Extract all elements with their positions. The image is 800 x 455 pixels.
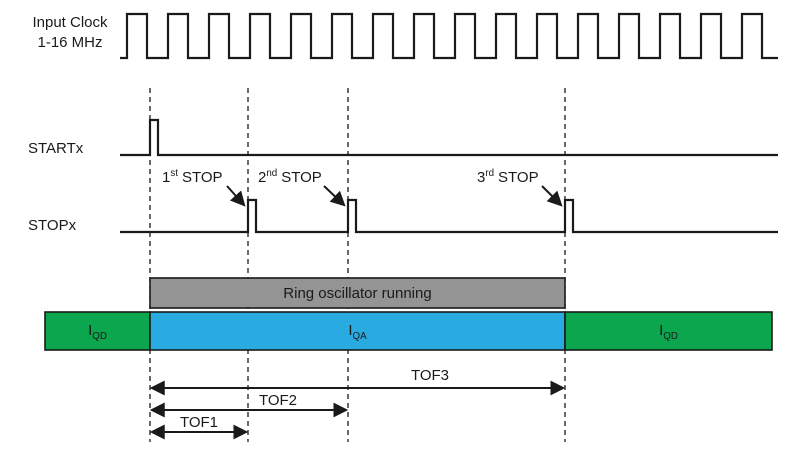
iqd-right-base: I	[659, 322, 664, 339]
stop1-suffix: st	[170, 168, 178, 179]
input-clock-label-line1: Input Clock	[32, 14, 108, 31]
iqa-sub: QA	[352, 331, 367, 342]
input-clock-label: Input Clock 1-16 MHz	[22, 13, 118, 54]
ring-oscillator-label: Ring oscillator running	[283, 285, 432, 302]
tof3-label: TOF3	[410, 367, 450, 384]
tof1-label: TOF1	[179, 414, 219, 431]
iqd-right-sub: QD	[663, 331, 678, 342]
stopx-label: STOPx	[28, 217, 77, 234]
stop3-ordinal: 3	[477, 169, 486, 186]
iqa-base: I	[348, 322, 353, 339]
stopx-waveform	[120, 198, 778, 234]
stop2-word: STOP	[281, 169, 322, 186]
iqd-left-sub: QD	[92, 331, 107, 342]
ring-oscillator-bar	[149, 277, 566, 309]
stop2-pointer-arrow-icon	[323, 185, 346, 207]
input-clock-waveform	[120, 12, 778, 60]
stop1-word: STOP	[181, 169, 223, 186]
stop3-pointer-arrow-icon	[541, 185, 563, 207]
stop2-ordinal: 2	[258, 169, 267, 186]
iqd-left-base: I	[88, 322, 93, 339]
stop1-pointer-arrow-icon	[226, 185, 246, 207]
stop2-suffix: nd	[266, 168, 278, 179]
iqd-right-bar	[564, 311, 773, 351]
iqd-left-label: IQD	[45, 321, 150, 341]
stop3-word: STOP	[498, 169, 539, 186]
startx-label: STARTx	[28, 140, 84, 157]
iqd-right-label: IQD	[565, 321, 772, 341]
input-clock-label-line2: 1-16 MHz	[37, 34, 103, 52]
iqa-label: IQA	[150, 321, 565, 341]
startx-waveform	[120, 118, 778, 157]
stop3-suffix: rd	[485, 168, 495, 179]
stop1-ordinal: 1	[162, 169, 171, 186]
iqd-left-bar	[44, 311, 151, 351]
tof2-label: TOF2	[258, 392, 298, 409]
